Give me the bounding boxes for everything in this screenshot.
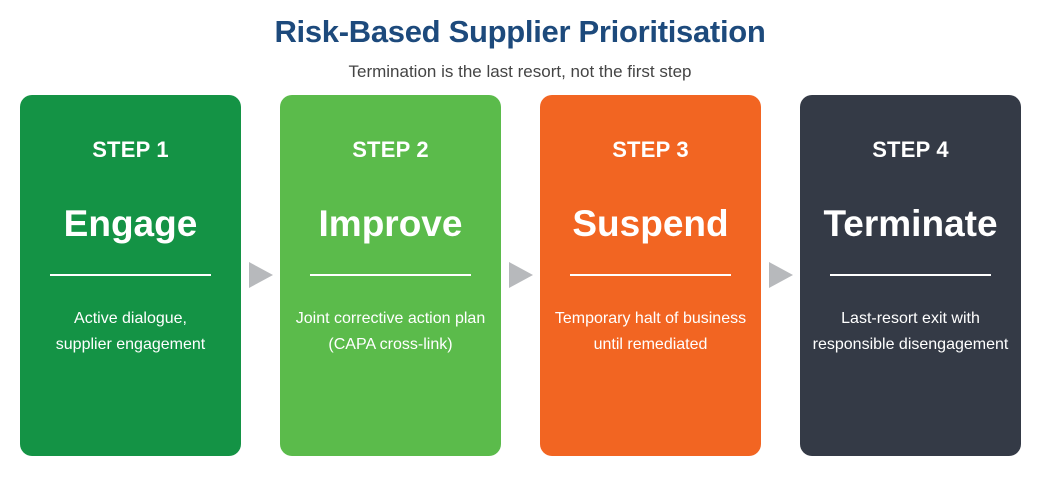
step-description-line: until remediated <box>593 336 708 353</box>
arrow-right-icon <box>509 262 533 288</box>
step-title: Terminate <box>823 203 998 244</box>
step-divider <box>310 274 471 276</box>
step-title: Suspend <box>572 203 729 244</box>
step-divider <box>570 274 731 276</box>
arrow-right-icon <box>249 262 273 288</box>
step-description-line: Active dialogue, <box>74 310 187 327</box>
step-label: STEP 1 <box>92 137 169 162</box>
step-title: Improve <box>318 203 463 244</box>
step-card-improve: STEP 2 Improve Joint corrective action p… <box>280 95 501 456</box>
step-divider <box>830 274 991 276</box>
page-subtitle: Termination is the last resort, not the … <box>348 62 692 81</box>
step-card-suspend: STEP 3 Suspend Temporary halt of busines… <box>540 95 761 456</box>
step-description: Temporary halt of business until remedia… <box>548 306 753 358</box>
step-card-terminate: STEP 4 Terminate Last-resort exit with r… <box>800 95 1021 456</box>
step-description: Last-resort exit with responsible diseng… <box>808 306 1013 358</box>
step-description: Active dialogue, supplier engagement <box>28 306 233 358</box>
step-description-line: Last-resort exit with <box>841 310 980 327</box>
step-divider <box>50 274 211 276</box>
step-description-line: (CAPA cross-link) <box>328 336 453 353</box>
arrow-right-icon <box>769 262 793 288</box>
step-label: STEP 4 <box>872 137 949 162</box>
step-card-engage: STEP 1 Engage Active dialogue, supplier … <box>20 95 241 456</box>
step-description-line: supplier engagement <box>55 336 206 353</box>
step-label: STEP 3 <box>612 137 689 162</box>
step-description-line: responsible disengagement <box>812 336 1009 353</box>
step-description: Joint corrective action plan (CAPA cross… <box>288 306 493 358</box>
step-description-line: Temporary halt of business <box>554 310 747 327</box>
step-label: STEP 2 <box>352 137 429 162</box>
step-title: Engage <box>63 203 198 244</box>
step-description-line: Joint corrective action plan <box>295 310 486 327</box>
page-title: Risk-Based Supplier Prioritisation <box>274 14 766 49</box>
